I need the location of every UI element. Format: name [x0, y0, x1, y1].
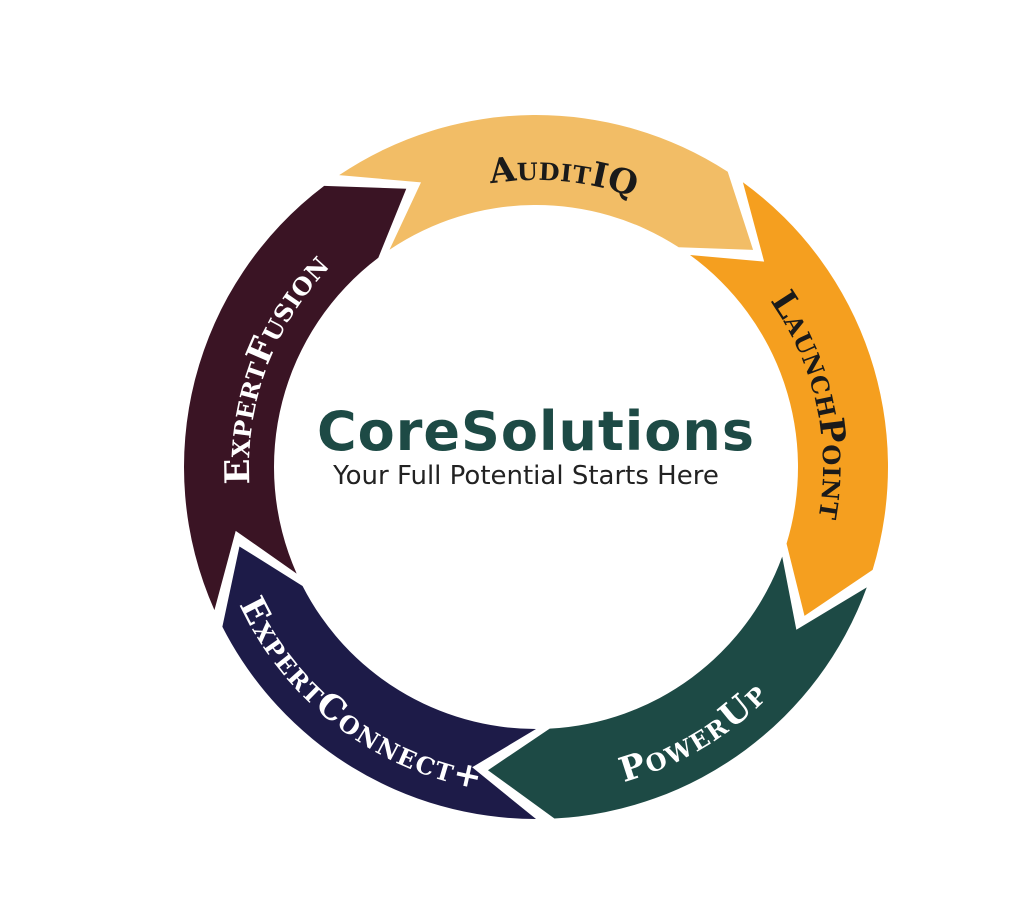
segment-expertfusion	[183, 185, 407, 611]
segment-powerup	[487, 556, 867, 819]
segment-launchpoint	[690, 182, 888, 616]
center-subtitle: Your Full Potential Starts Here	[332, 461, 719, 491]
center-branding: CoreSolutions Your Full Potential Starts…	[317, 400, 755, 491]
center-title: CoreSolutions	[317, 400, 755, 463]
cycle-segments	[183, 115, 888, 819]
segment-auditiq	[339, 115, 754, 250]
segment-expertconnect	[222, 546, 536, 819]
